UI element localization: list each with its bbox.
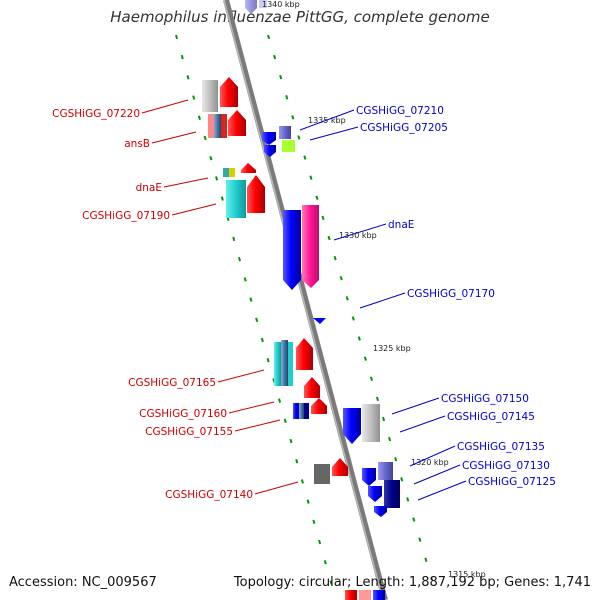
gene-dnaE[interactable] <box>283 210 301 290</box>
gene-top-partial[interactable] <box>245 0 257 14</box>
gene-07125[interactable] <box>374 506 387 517</box>
gene-ansB[interactable] <box>228 110 246 136</box>
gene-dnaE-left-a[interactable] <box>223 168 229 177</box>
genome-summary: Topology: circular; Length: 1,887,192 bp… <box>233 575 591 590</box>
gene-07140[interactable] <box>314 464 330 484</box>
right-leader-lines <box>299 109 467 501</box>
gene-label-left[interactable]: dnaE <box>136 182 162 194</box>
gene-07160-a[interactable] <box>304 377 320 398</box>
gene-07165-c[interactable] <box>288 342 293 386</box>
gene-label-right[interactable]: CGSHiGG_07125 <box>468 476 556 488</box>
genome-backbone-highlight <box>223 0 384 600</box>
gene-dnaE-pink[interactable] <box>302 205 319 288</box>
gene-label-left[interactable]: CGSHiGG_07155 <box>145 426 233 438</box>
gene-07215[interactable] <box>220 77 238 107</box>
gene-07205-b[interactable] <box>282 140 295 152</box>
gene-07145[interactable] <box>362 404 380 442</box>
gene-label-left[interactable]: CGSHiGG_07190 <box>82 210 170 222</box>
gene-07155-c[interactable] <box>311 398 327 414</box>
tick-label: 1320 kbp <box>411 458 449 467</box>
tick-label: 1325 kbp <box>373 344 411 353</box>
gene-label-left[interactable]: CGSHiGG_07220 <box>52 108 140 120</box>
gene-ansB-b[interactable] <box>214 114 221 138</box>
gene-bottom-partial-3[interactable] <box>373 590 385 600</box>
gene-07150[interactable] <box>343 408 361 444</box>
gene-07190-a[interactable] <box>226 180 246 218</box>
gene-label-right[interactable]: CGSHiGG_07205 <box>360 122 448 134</box>
gene-07135-b[interactable] <box>378 462 393 480</box>
gene-07135[interactable] <box>362 468 376 486</box>
gene-07165-a[interactable] <box>274 342 281 386</box>
gene-07210-b[interactable] <box>279 126 291 139</box>
gene-bottom-partial-2[interactable] <box>359 590 371 600</box>
genome-backbone <box>223 0 388 600</box>
gene-ansB-c[interactable] <box>221 114 227 138</box>
gene-07210[interactable] <box>262 132 276 145</box>
gene-bottom-partial-1[interactable] <box>345 590 357 600</box>
gene-top-partial-2[interactable] <box>259 0 267 8</box>
gene-label-right[interactable]: CGSHiGG_07135 <box>457 441 545 453</box>
gene-dnaE-left-b[interactable] <box>229 168 235 177</box>
gene-label-right[interactable]: CGSHiGG_07150 <box>441 393 529 405</box>
gene-label-right[interactable]: CGSHiGG_07145 <box>447 411 535 423</box>
gene-label-right[interactable]: CGSHiGG_07130 <box>462 460 550 472</box>
gene-07130[interactable] <box>368 486 382 502</box>
gene-label-left[interactable]: CGSHiGG_07160 <box>139 408 227 420</box>
gene-07155[interactable] <box>299 403 304 419</box>
gene-label-left[interactable]: CGSHiGG_07140 <box>165 489 253 501</box>
gene-label-right[interactable]: CGSHiGG_07170 <box>407 288 495 300</box>
gene-label-right[interactable]: dnaE <box>388 219 414 231</box>
gene-label-left[interactable]: CGSHiGG_07165 <box>128 377 216 389</box>
map-title: Haemophilus influenzae PittGG, complete … <box>110 8 490 26</box>
gene-07165[interactable] <box>296 338 313 370</box>
gene-07205[interactable] <box>264 145 276 157</box>
gene-07155-b[interactable] <box>304 403 309 419</box>
tick-label: 1330 kbp <box>339 231 377 240</box>
tick-label: 1315 kbp <box>448 570 486 579</box>
left-leader-lines <box>141 99 299 495</box>
gene-label-right[interactable]: CGSHiGG_07210 <box>356 105 444 117</box>
gene-07165-b[interactable] <box>281 340 288 386</box>
gene-07160[interactable] <box>293 403 299 419</box>
gene-07170[interactable] <box>313 318 326 324</box>
accession-info: Accession: NC_009567 <box>9 575 157 590</box>
tick-label: 1340 kbp <box>262 0 300 9</box>
gene-label-left[interactable]: ansB <box>124 138 150 150</box>
gene-ansB-a[interactable] <box>208 114 214 138</box>
gene-07190[interactable] <box>247 175 265 213</box>
gene-07220[interactable] <box>202 80 218 112</box>
gene-07130-b[interactable] <box>384 480 400 508</box>
gene-dnaE-left-c[interactable] <box>241 163 256 173</box>
gene-07140-b[interactable] <box>332 458 348 476</box>
